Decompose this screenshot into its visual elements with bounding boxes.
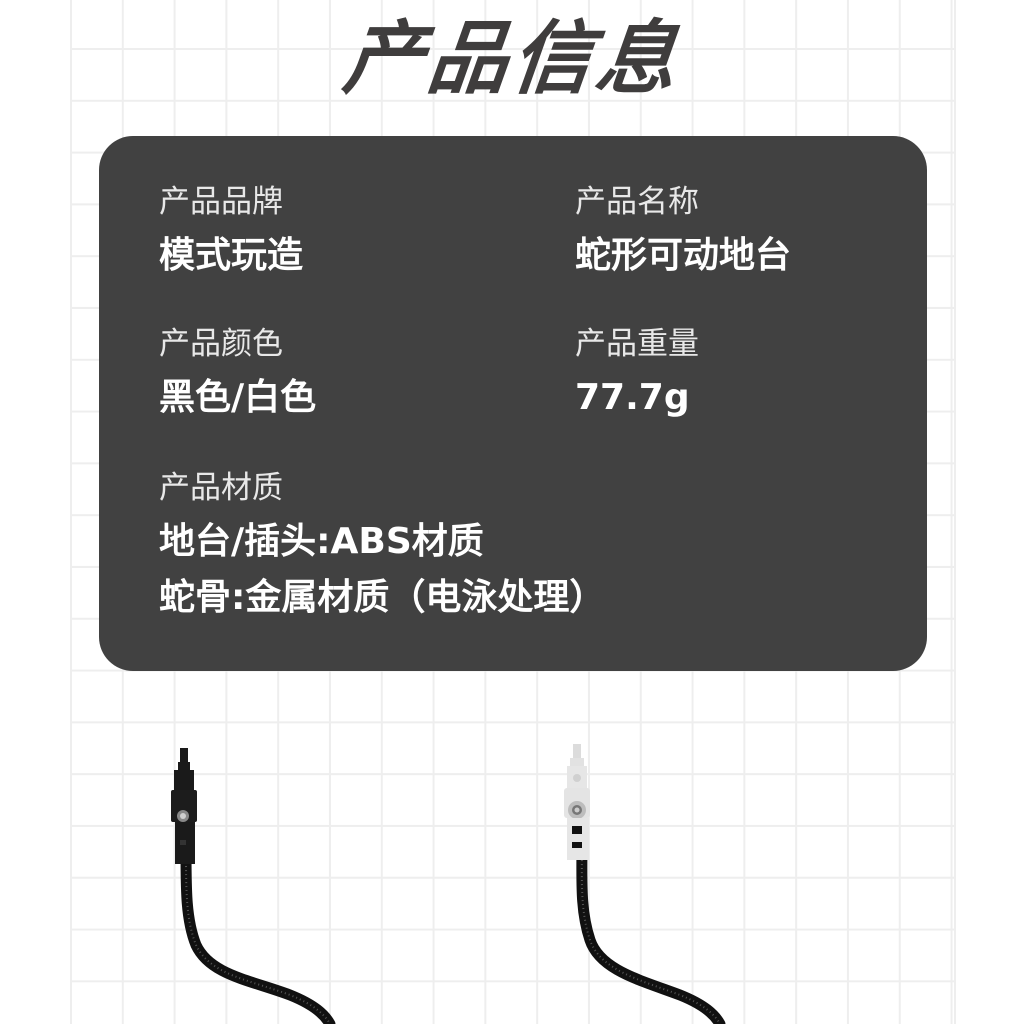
weight-label: 产品重量	[575, 326, 699, 362]
grid-right-edge	[954, 0, 956, 1024]
field-name: 产品名称 蛇形可动地台	[575, 182, 791, 282]
field-color: 产品颜色 黑色/白色	[159, 324, 316, 424]
color-label: 产品颜色	[159, 326, 283, 362]
field-weight: 产品重量 77.7g	[575, 324, 699, 424]
black-snake-stand-image	[171, 748, 336, 1024]
page-title: 产品信息	[339, 12, 685, 105]
material-label: 产品材质	[159, 470, 283, 506]
weight-value: 77.7g	[575, 377, 690, 418]
name-value: 蛇形可动地台	[575, 235, 792, 276]
material-value-line: 蛇骨:金属材质（电泳处理）	[159, 577, 606, 618]
field-material: 产品材质 地台/插头:ABS材质 蛇骨:金属材质（电泳处理）	[159, 468, 605, 624]
color-value: 黑色/白色	[159, 377, 317, 418]
name-label: 产品名称	[575, 184, 699, 220]
product-info-card: 产品品牌 模式玩造 产品名称 蛇形可动地台 产品颜色 黑色/白色 产品重量 77…	[99, 136, 927, 671]
brand-value: 模式玩造	[159, 235, 304, 276]
white-snake-stand-image	[564, 744, 726, 1024]
material-value-line: 地台/插头:ABS材质	[159, 521, 484, 562]
material-values: 地台/插头:ABS材质 蛇骨:金属材质（电泳处理）	[159, 516, 605, 624]
brand-label: 产品品牌	[159, 184, 283, 220]
field-brand: 产品品牌 模式玩造	[159, 182, 303, 282]
